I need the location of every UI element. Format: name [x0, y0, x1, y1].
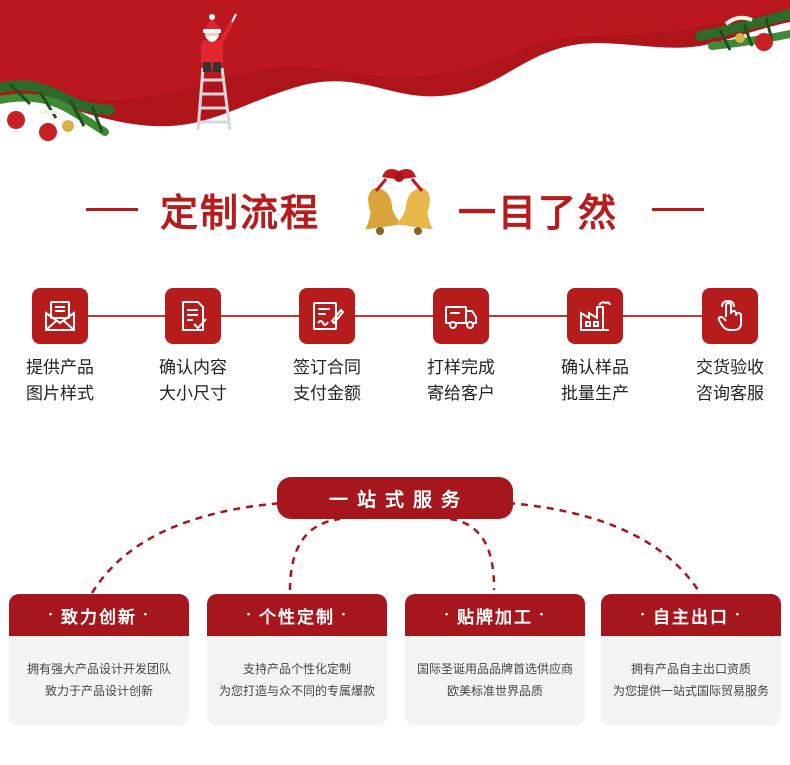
- title-left-line: [86, 208, 138, 211]
- santa-icon: [201, 13, 237, 72]
- card-header: ·贴牌加工·: [405, 594, 585, 636]
- service-card-export: ·自主出口· 拥有产品自主出口资质 为您提供一站式国际贸易服务: [601, 594, 781, 726]
- banner-artwork: [0, 0, 790, 141]
- factory-icon: [567, 288, 623, 344]
- service-dashed-arcs: [90, 501, 702, 594]
- step-label-line2: 咨询客服: [696, 384, 764, 404]
- title-left-text: 定制流程: [160, 191, 321, 235]
- card-title: 个性定制: [259, 607, 335, 628]
- card-title: 贴牌加工: [457, 607, 533, 628]
- step-label-line1: 提供产品: [26, 358, 94, 378]
- card-header: ·致力创新·: [9, 594, 189, 636]
- left-garland-icon: [0, 80, 115, 141]
- card-text-line1: 拥有强大产品设计开发团队: [26, 662, 171, 676]
- delivery-truck-icon: [433, 288, 489, 344]
- step-label-line2: 图片样式: [26, 384, 94, 404]
- title-right-line: [652, 208, 704, 211]
- service-card-customization: ·个性定制· 支持产品个性化定制 为您打造与众不同的专属爆款: [207, 594, 387, 726]
- card-header: ·个性定制·: [207, 594, 387, 636]
- step-label-line2: 批量生产: [561, 384, 629, 404]
- one-stop-service-title: 一站式服务: [277, 477, 513, 519]
- ladder-icon: [196, 67, 232, 131]
- service-card-oem: ·贴牌加工· 国际圣诞用品品牌首选供应商 欧美标准世界品质: [405, 594, 585, 726]
- card-text-line2: 为您打造与众不同的专属爆款: [218, 684, 375, 698]
- christmas-banner: [0, 0, 790, 150]
- process-connector-line: [86, 315, 706, 317]
- envelope-list-icon: [32, 288, 88, 344]
- process-steps: 提供产品 图片样式 确认内容 大小尺寸 签订合同: [0, 285, 790, 415]
- card-text-line2: 为您提供一站式国际贸易服务: [612, 684, 769, 698]
- step-label-line1: 交货验收: [696, 358, 764, 378]
- right-garland-icon: [695, 9, 790, 51]
- card-text-line1: 拥有产品自主出口资质: [630, 662, 751, 676]
- card-text-line1: 支持产品个性化定制: [242, 662, 351, 676]
- card-text-line2: 欧美标准世界品质: [446, 684, 543, 698]
- step-label-line1: 确认内容: [159, 358, 227, 378]
- service-card-innovation: ·致力创新· 拥有强大产品设计开发团队 致力于产品设计创新: [9, 594, 189, 726]
- card-header: ·自主出口·: [601, 594, 781, 636]
- step-label-line1: 打样完成: [427, 358, 495, 378]
- card-title: 自主出口: [653, 607, 729, 628]
- process-title: 定制流程 一目了然: [0, 165, 790, 245]
- step-label-line2: 寄给客户: [427, 384, 495, 404]
- step-label-line2: 支付金额: [293, 384, 361, 404]
- bells-icon: [364, 169, 434, 235]
- step-label-line2: 大小尺寸: [159, 384, 227, 404]
- document-check-icon: [165, 288, 221, 344]
- step-label-line1: 签订合同: [293, 358, 361, 378]
- contract-sign-icon: [299, 288, 355, 344]
- card-title: 致力创新: [61, 607, 137, 628]
- title-right-text: 一目了然: [458, 191, 619, 235]
- card-text-line2: 致力于产品设计创新: [44, 684, 153, 698]
- card-text-line1: 国际圣诞用品品牌首选供应商: [416, 662, 573, 676]
- step-label-line1: 确认样品: [561, 358, 629, 378]
- pointer-hand-icon: [702, 288, 758, 344]
